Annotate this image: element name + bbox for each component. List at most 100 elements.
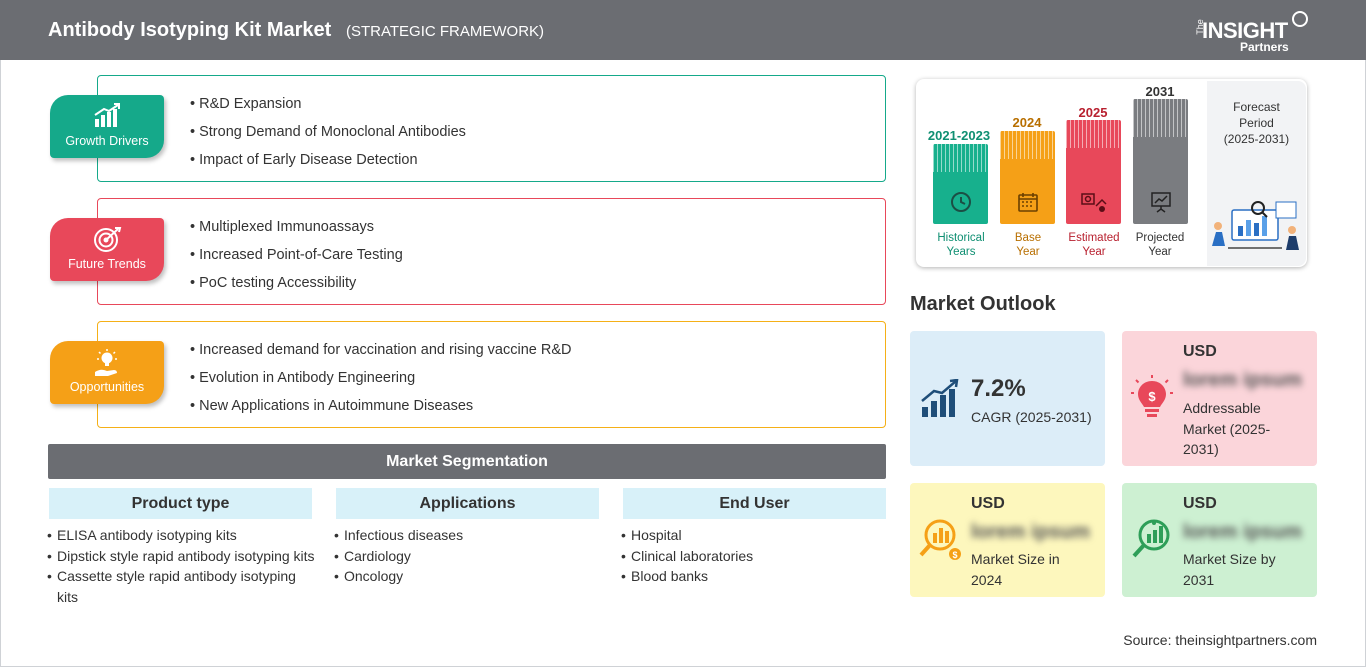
growth-drivers-box: R&D Expansion Strong Demand of Monoclona… — [97, 75, 886, 182]
desc-line-2: Market (2025- — [1183, 420, 1271, 437]
desc-line-1: Base — [1014, 232, 1042, 244]
future-trends-badge: Future Trends — [50, 218, 164, 281]
bar-stripes — [1133, 99, 1188, 137]
segment-heading-applications: Applications — [336, 488, 599, 519]
forecast-period-label: Forecast Period (2025-2031) — [1207, 99, 1306, 147]
list-item: Blood banks — [621, 566, 881, 587]
desc-line-3: 2031) — [1183, 441, 1219, 457]
cagr-label: CAGR (2025-2031) — [971, 409, 1092, 425]
estimate-icon — [1080, 193, 1107, 212]
list-item: Oncology — [334, 566, 594, 587]
list-item: Cassette style rapid antibody isotyping … — [47, 566, 317, 607]
opportunities-list: Increased demand for vaccination and ris… — [190, 342, 571, 426]
forecast-line-2: Period — [1239, 116, 1274, 130]
list-item: Multiplexed Immunoassays — [190, 219, 403, 247]
list-item: Cardiology — [334, 546, 594, 567]
logo-partners-text: Partners — [1240, 40, 1289, 54]
usd-label: USD — [1183, 343, 1217, 360]
list-item: Hospital — [621, 525, 881, 546]
addressable-market-tile: USD lorem ipsum $ Addressable Market (20… — [1122, 331, 1317, 466]
svg-text:$: $ — [952, 550, 957, 560]
desc-line-1: Addressable — [1183, 400, 1261, 416]
list-item: Infectious diseases — [334, 525, 594, 546]
desc-line-2: 2031 — [1183, 571, 1215, 588]
projection-icon — [1150, 192, 1171, 213]
desc-line-2: Year — [1016, 246, 1040, 258]
base-year-label: Base Year — [993, 231, 1063, 259]
segment-heading-end-user: End User — [623, 488, 886, 519]
rising-bars-icon — [921, 379, 959, 417]
growth-drivers-badge: Growth Drivers — [50, 95, 164, 158]
badge-label: Growth Drivers — [65, 134, 149, 148]
logo-magnifier-icon — [1292, 11, 1308, 27]
size-2024-desc: Market Size in 2024 — [971, 549, 1060, 590]
bar-stripes — [1066, 120, 1121, 148]
cagr-tile: 7.2% CAGR (2025-2031) — [910, 331, 1105, 466]
historical-years-label: Historical Years — [926, 231, 996, 259]
lightbulb-dollar-icon: $ — [1131, 375, 1173, 417]
growth-drivers-list: R&D Expansion Strong Demand of Monoclona… — [190, 96, 466, 180]
list-item: ELISA antibody isotyping kits — [47, 525, 317, 546]
historical-bar — [933, 144, 988, 224]
svg-text:$: $ — [1148, 389, 1156, 404]
desc-line-2: Year — [1082, 246, 1106, 258]
analyst-illustration-icon — [1212, 201, 1299, 250]
lightbulb-hand-icon — [95, 349, 117, 376]
badge-label: Opportunities — [69, 380, 145, 394]
calendar-icon — [1017, 193, 1038, 212]
bar-stripes — [1000, 131, 1055, 159]
base-year-bar — [1000, 131, 1055, 224]
cagr-value: 7.2% — [971, 375, 1026, 402]
size-2031-desc: Market Size by 2031 — [1183, 549, 1276, 590]
year-label-projected: 2031 — [1145, 84, 1175, 99]
market-outlook-title: Market Outlook — [910, 293, 1056, 315]
magnifier-growth-icon — [1132, 519, 1170, 558]
list-item: PoC testing Accessibility — [190, 275, 403, 303]
list-item: Dipstick style rapid antibody isotyping … — [47, 546, 317, 567]
history-icon — [950, 192, 971, 212]
blurred-value: lorem ipsum — [1183, 521, 1302, 543]
logo-insight-text: INSIGHT — [1202, 18, 1288, 43]
target-icon — [94, 227, 122, 252]
growth-chart-icon — [94, 103, 120, 127]
year-label-historical: 2021-2023 — [927, 128, 991, 143]
product-type-list: ELISA antibody isotyping kits Dipstick s… — [47, 525, 317, 607]
desc-line-1: Estimated — [1068, 232, 1120, 244]
addressable-desc: Addressable Market (2025- 2031) — [1183, 398, 1270, 460]
insight-partners-logo: The INSIGHT Partners — [1190, 10, 1315, 54]
estimated-year-label: Estimated Year — [1059, 231, 1129, 259]
desc-line-2: 2024 — [971, 571, 1003, 588]
bar-stripes — [933, 144, 988, 172]
list-item: Clinical laboratories — [621, 546, 881, 567]
future-trends-box: Multiplexed Immunoassays Increased Point… — [97, 198, 886, 305]
year-label-base: 2024 — [1012, 115, 1042, 130]
projected-year-bar — [1133, 99, 1188, 224]
year-label-estimated: 2025 — [1078, 105, 1108, 120]
blurred-value: lorem ipsum — [1183, 369, 1302, 391]
opportunities-badge: Opportunities — [50, 341, 164, 404]
applications-list: Infectious diseases Cardiology Oncology — [334, 525, 594, 587]
forecast-line-1: Forecast — [1233, 100, 1280, 114]
desc-line-2: Year — [1148, 246, 1172, 258]
magnifier-chart-icon: $ — [919, 519, 961, 560]
desc-line-1: Historical — [937, 232, 985, 244]
usd-label: USD — [1183, 495, 1217, 512]
source-note: Source: theinsightpartners.com — [1123, 632, 1317, 648]
list-item: R&D Expansion — [190, 96, 466, 124]
list-item: Impact of Early Disease Detection — [190, 152, 466, 180]
market-size-2031-tile: USD lorem ipsum Market Size by 2031 — [1122, 483, 1317, 597]
desc-line-2: Years — [946, 246, 976, 258]
market-segmentation-header: Market Segmentation — [48, 444, 886, 479]
desc-line-1: Market Size by — [1183, 551, 1276, 567]
badge-label: Future Trends — [68, 257, 146, 271]
desc-line-1: Projected — [1135, 232, 1185, 244]
list-item: Strong Demand of Monoclonal Antibodies — [190, 124, 466, 152]
page-title: Antibody Isotyping Kit Market — [48, 19, 332, 41]
opportunities-box: Increased demand for vaccination and ris… — [97, 321, 886, 428]
list-item: Increased demand for vaccination and ris… — [190, 342, 571, 370]
forecast-line-3: (2025-2031) — [1223, 132, 1290, 146]
blurred-value: lorem ipsum — [971, 521, 1090, 543]
header-bar: Antibody Isotyping Kit Market (STRATEGIC… — [0, 0, 1366, 60]
list-item: Increased Point-of-Care Testing — [190, 247, 403, 275]
list-item: Evolution in Antibody Engineering — [190, 370, 571, 398]
